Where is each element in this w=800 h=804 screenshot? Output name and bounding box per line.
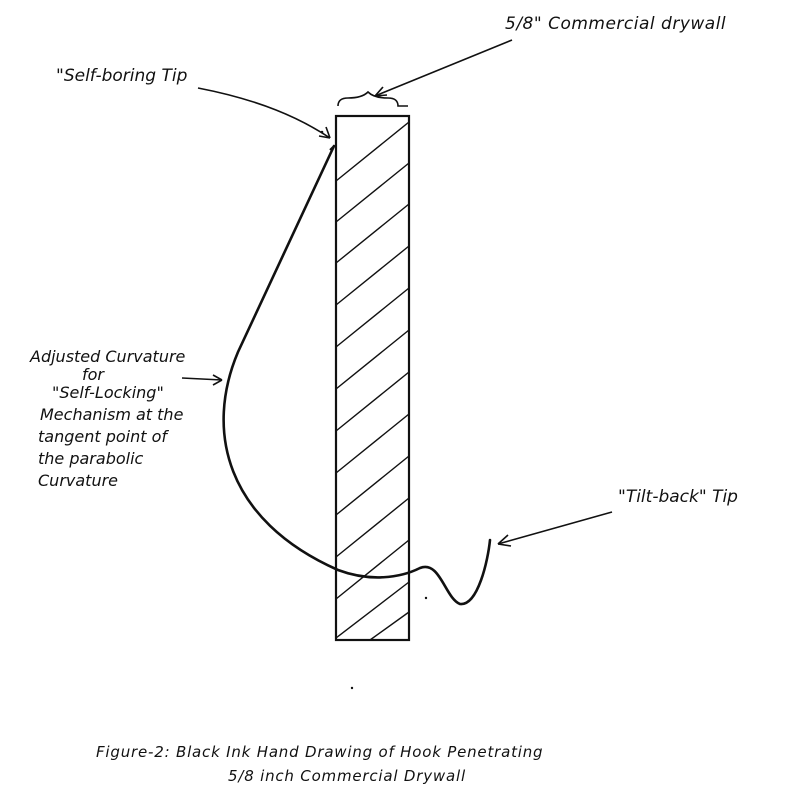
- tilt-back-tip-label: "Tilt-back" Tip: [618, 487, 738, 507]
- curvature-annotation: Adjusted Curvature for "Self-Locking" Me…: [30, 346, 185, 492]
- drywall-arrow: [374, 39, 513, 97]
- self-boring-tip-label: "Self-boring Tip: [56, 66, 188, 86]
- hook-wire: [222, 144, 492, 606]
- thickness-brace: [337, 90, 408, 107]
- curvature-line: Curvature: [38, 471, 118, 490]
- tilt-back-arrow: [497, 511, 613, 545]
- self-boring-arrow: [197, 87, 331, 139]
- figure-caption: Figure-2: Black Ink Hand Drawing of Hook…: [96, 740, 716, 788]
- curvature-line: for: [82, 365, 104, 384]
- curvature-line: Adjusted Curvature: [30, 347, 186, 366]
- curvature-arrow: [181, 377, 223, 381]
- caption-line-1: Figure-2: Black Ink Hand Drawing of Hook…: [96, 743, 544, 761]
- caption-line-2: 5/8 inch Commercial Drywall: [228, 767, 466, 785]
- curvature-line: tangent point of: [38, 427, 168, 446]
- curvature-line: "Self-Locking": [52, 383, 164, 402]
- curvature-line: the parabolic: [38, 449, 144, 468]
- curvature-line: Mechanism at the: [40, 405, 184, 424]
- drywall-panel: [334, 114, 411, 642]
- drywall-label: 5/8" Commercial drywall: [505, 14, 727, 34]
- drywall-hatching: [335, 121, 410, 641]
